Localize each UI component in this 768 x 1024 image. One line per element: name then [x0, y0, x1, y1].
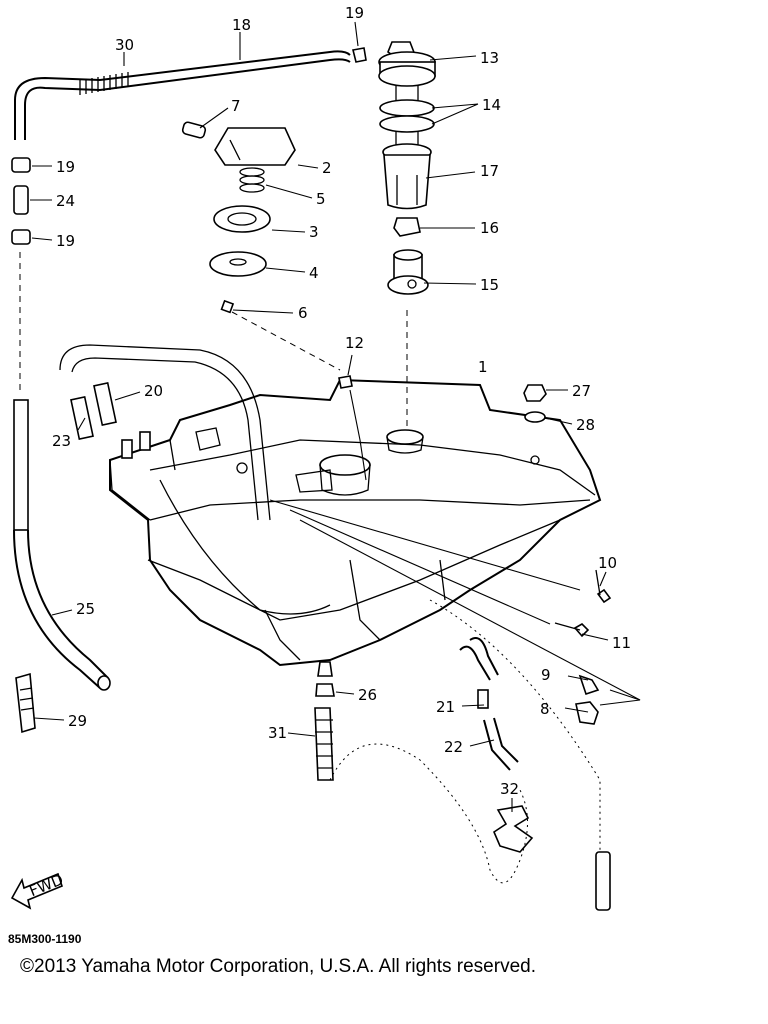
callout-22: 22 [444, 738, 463, 756]
copyright-notice: ©2013 Yamaha Motor Corporation, U.S.A. A… [20, 956, 536, 977]
callout-labels: 1 2 3 4 5 6 7 8 9 10 11 12 13 14 15 16 1… [52, 4, 631, 798]
fuel-pump-assembly [378, 41, 436, 430]
callout-17: 17 [480, 162, 499, 180]
callout-2: 2 [322, 159, 332, 177]
callout-1: 1 [478, 358, 488, 376]
callout-21: 21 [436, 698, 455, 716]
callout-11: 11 [612, 634, 631, 652]
callout-9: 9 [541, 666, 551, 684]
callout-19-top: 19 [345, 4, 364, 22]
callout-10: 10 [598, 554, 617, 572]
spring-icon [239, 167, 265, 193]
reference-lines [269, 389, 641, 706]
callout-31: 31 [268, 724, 287, 742]
callout-20: 20 [144, 382, 163, 400]
callout-27: 27 [572, 382, 591, 400]
fwd-label: FWD [27, 870, 66, 900]
callout-6: 6 [298, 304, 308, 322]
filler-cap-assembly [181, 121, 341, 371]
hardware [338, 375, 612, 725]
callout-25: 25 [76, 600, 95, 618]
callout-32: 32 [500, 780, 519, 798]
callout-29: 29 [68, 712, 87, 730]
callout-5: 5 [316, 190, 326, 208]
vent-hose-top [14, 47, 367, 140]
callout-16: 16 [480, 219, 499, 237]
left-hose-parts [11, 157, 111, 734]
callout-4: 4 [309, 264, 319, 282]
callout-15: 15 [480, 276, 499, 294]
corrugated-hose-icon [79, 72, 129, 95]
exploded-parts-diagram: FWD 1 2 [10, 4, 641, 911]
vent-hose-loop [59, 344, 271, 521]
callout-19-upper-left: 19 [56, 158, 75, 176]
callout-24: 24 [56, 192, 75, 210]
callout-7: 7 [231, 97, 241, 115]
fuel-tank [109, 378, 602, 667]
callout-leaders [30, 21, 609, 812]
callout-26: 26 [358, 686, 377, 704]
callout-23: 23 [52, 432, 71, 450]
fwd-arrow-icon: FWD [10, 870, 66, 910]
callout-13: 13 [480, 49, 499, 67]
callout-19-lower-left: 19 [56, 232, 75, 250]
callout-12: 12 [345, 334, 364, 352]
diagram-code: 85M300-1190 [8, 932, 82, 946]
callout-8: 8 [540, 700, 550, 718]
lower-hose-parts [314, 599, 611, 911]
callout-14: 14 [482, 96, 501, 114]
callout-28: 28 [576, 416, 595, 434]
callout-18: 18 [232, 16, 251, 34]
callout-30: 30 [115, 36, 134, 54]
callout-3: 3 [309, 223, 319, 241]
